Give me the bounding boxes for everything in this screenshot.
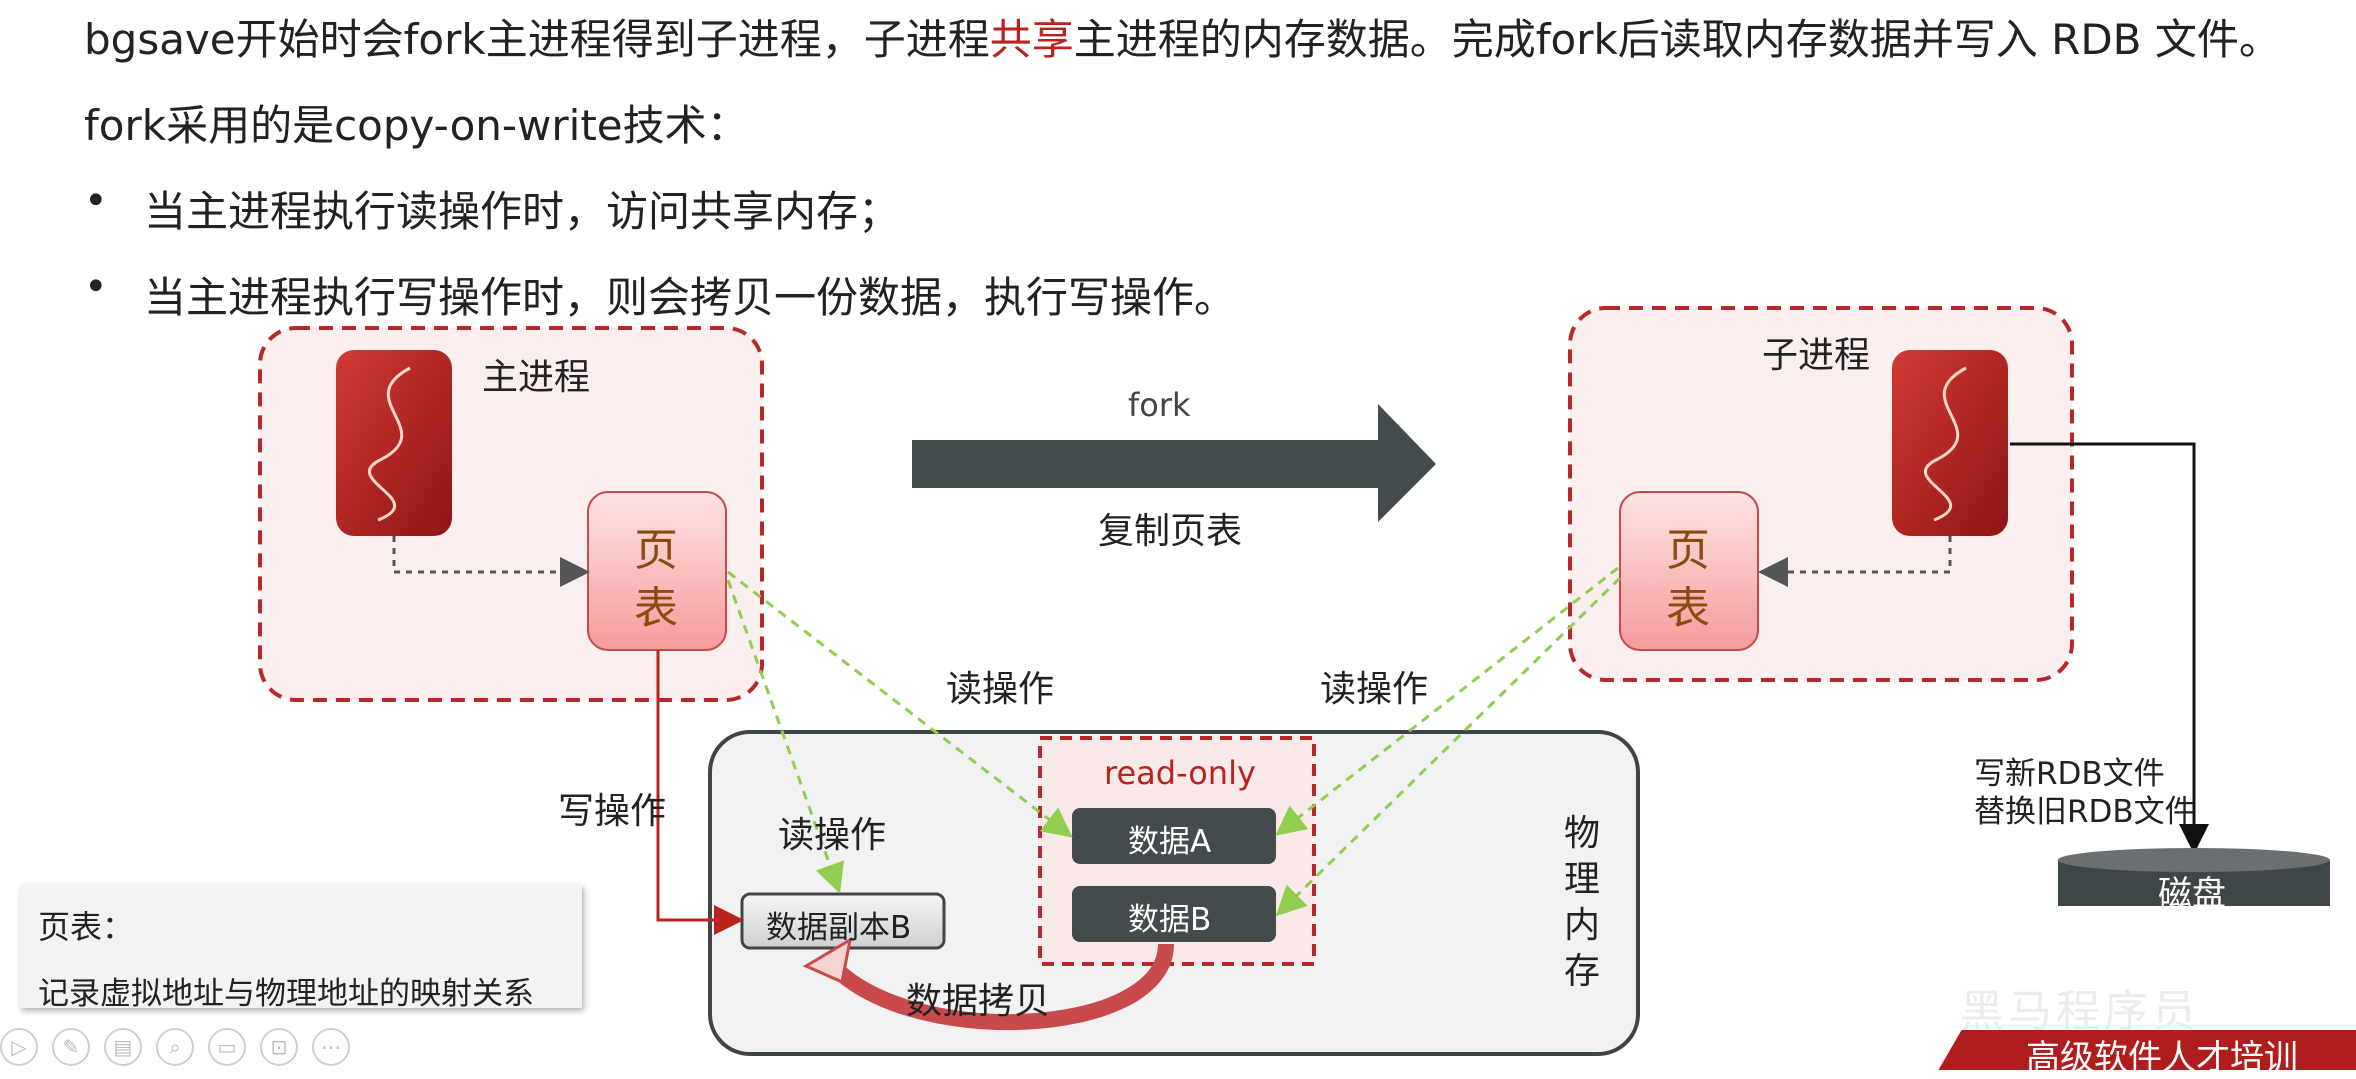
data-copy-b-label: 数据副本B <box>766 910 912 946</box>
play-icon[interactable]: ▷ <box>0 1028 38 1066</box>
physical-memory-char-4: 存 <box>1564 951 1601 992</box>
more-icon[interactable]: ⋯ <box>312 1028 350 1066</box>
physical-memory-char-2: 理 <box>1564 859 1601 900</box>
child-read-to-a <box>1275 566 1619 836</box>
copy-page-table-label: 复制页表 <box>1098 511 1243 552</box>
cow-line: fork采用的是copy-on-write技术： <box>84 101 749 150</box>
intro-highlight: 共享 <box>989 15 1074 64</box>
pen-icon[interactable]: ✎ <box>52 1028 90 1066</box>
data-a-block <box>1072 808 1276 864</box>
child-to-disk-arrow <box>2010 442 2209 854</box>
bullet-read: 当主进程执行读操作时，访问共享内存； <box>144 187 901 236</box>
data-b-label: 数据B <box>1128 902 1212 938</box>
disk-icon <box>2058 848 2330 906</box>
read-op-left-label: 读操作 <box>946 669 1055 710</box>
write-op-label: 写操作 <box>558 791 667 832</box>
data-copy-arrow-head <box>802 937 853 985</box>
main-pt-label-top: 页 <box>634 525 678 576</box>
brand-banner-text: 高级软件人才培训 <box>2026 1038 2298 1078</box>
write-rdb-label-2: 替换旧RDB文件 <box>1974 794 2196 830</box>
intro-text-a: bgsave开始时会fork主进程得到子进程，子进程 <box>84 15 990 64</box>
slides-icon[interactable]: ▤ <box>104 1028 142 1066</box>
data-b-block <box>1072 886 1276 942</box>
physical-memory-char-1: 物 <box>1564 813 1601 854</box>
data-copy-label: 数据拷贝 <box>906 981 1051 1022</box>
read-op-inner-label: 读操作 <box>778 815 887 856</box>
write-rdb-label-1: 写新RDB文件 <box>1974 756 2165 792</box>
child-process-icon <box>1892 350 2008 536</box>
read-only-label: read-only <box>1104 754 1256 792</box>
bullet-dot-1: • <box>84 178 108 224</box>
subtitle-icon[interactable]: ⊡ <box>260 1028 298 1066</box>
fork-label: fork <box>1128 386 1191 424</box>
fork-arrow <box>912 404 1436 522</box>
write-op-arrow <box>656 650 744 935</box>
page-table-note: 页表： 记录虚拟地址与物理地址的映射关系 <box>20 884 582 1012</box>
physical-memory-char-3: 内 <box>1564 905 1601 946</box>
watermark: 黑马程序员 <box>1960 986 2200 1037</box>
read-op-right-label: 读操作 <box>1320 669 1429 710</box>
intro-line: bgsave开始时会fork主进程得到子进程，子进程共享主进程的内存数据。完成f… <box>84 6 2281 67</box>
disk-label: 磁盘 <box>2158 874 2226 914</box>
main-pt-label-bottom: 表 <box>634 583 678 634</box>
data-a-label: 数据A <box>1128 824 1212 860</box>
child-pt-label-top: 页 <box>1666 525 1710 576</box>
note-title: 页表： <box>38 908 135 946</box>
zoom-icon[interactable]: ⌕ <box>156 1028 194 1066</box>
child-process-label: 子进程 <box>1762 335 1871 376</box>
player-toolbar: ▷ ✎ ▤ ⌕ ▭ ⊡ ⋯ <box>0 1028 350 1066</box>
data-copy-arrow <box>821 943 1174 1031</box>
main-proc-to-pt-arrow <box>392 536 590 587</box>
child-proc-to-pt-arrow <box>1758 536 1952 587</box>
main-read-to-a <box>727 570 1073 838</box>
screen-icon[interactable]: ▭ <box>208 1028 246 1066</box>
main-process-icon <box>336 350 452 536</box>
intro-text-b: 主进程的内存数据。完成fork后读取内存数据并写入 RDB 文件。 <box>1073 15 2281 64</box>
main-read-to-copy <box>726 579 845 894</box>
child-pt-label-bottom: 表 <box>1666 583 1710 634</box>
main-process-label: 主进程 <box>482 357 591 398</box>
bullet-write: 当主进程执行写操作时，则会拷贝一份数据，执行写操作。 <box>144 273 1237 322</box>
note-body: 记录虚拟地址与物理地址的映射关系 <box>38 976 534 1012</box>
bullet-dot-2: • <box>84 264 108 310</box>
